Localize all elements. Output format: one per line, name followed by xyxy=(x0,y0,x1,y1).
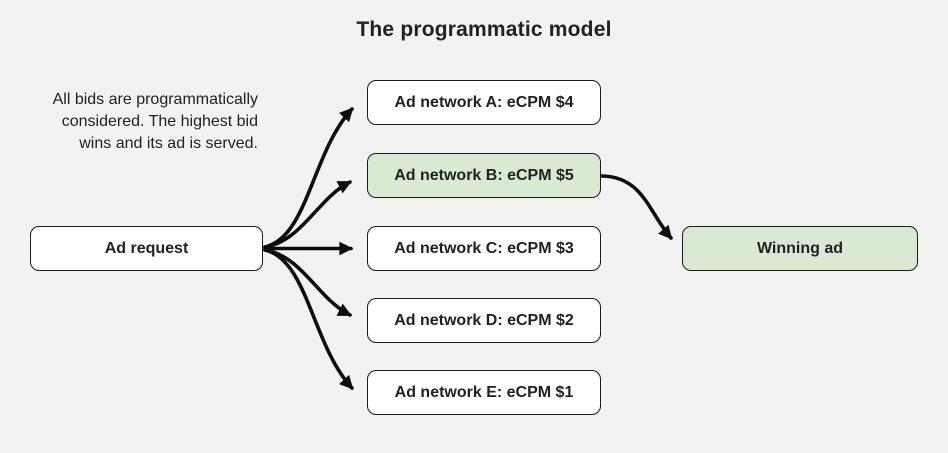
node-network-e: Ad network E: eCPM $1 xyxy=(367,370,601,415)
arrow-ad-request-to-network-b xyxy=(263,180,352,249)
intro-line-2: considered. The highest bid xyxy=(61,113,258,130)
node-network-d: Ad network D: eCPM $2 xyxy=(367,298,601,343)
node-network-a: Ad network A: eCPM $4 xyxy=(367,80,601,125)
arrow-ad-request-to-network-a xyxy=(263,107,354,249)
arrow-network-b-to-winning-ad xyxy=(599,174,673,240)
intro-line-1: All bids are programmatically xyxy=(52,91,258,108)
node-network-b: Ad network B: eCPM $5 xyxy=(367,153,601,198)
node-network-c: Ad network C: eCPM $3 xyxy=(367,226,601,271)
node-winning-ad: Winning ad xyxy=(682,226,918,271)
page-title: The programmatic model xyxy=(356,18,612,41)
node-ad-request: Ad request xyxy=(30,226,263,271)
intro-line-3: wins and its ad is served. xyxy=(79,135,258,152)
intro-text: All bids are programmatically considered… xyxy=(0,89,258,155)
arrow-ad-request-to-network-e xyxy=(263,248,354,390)
